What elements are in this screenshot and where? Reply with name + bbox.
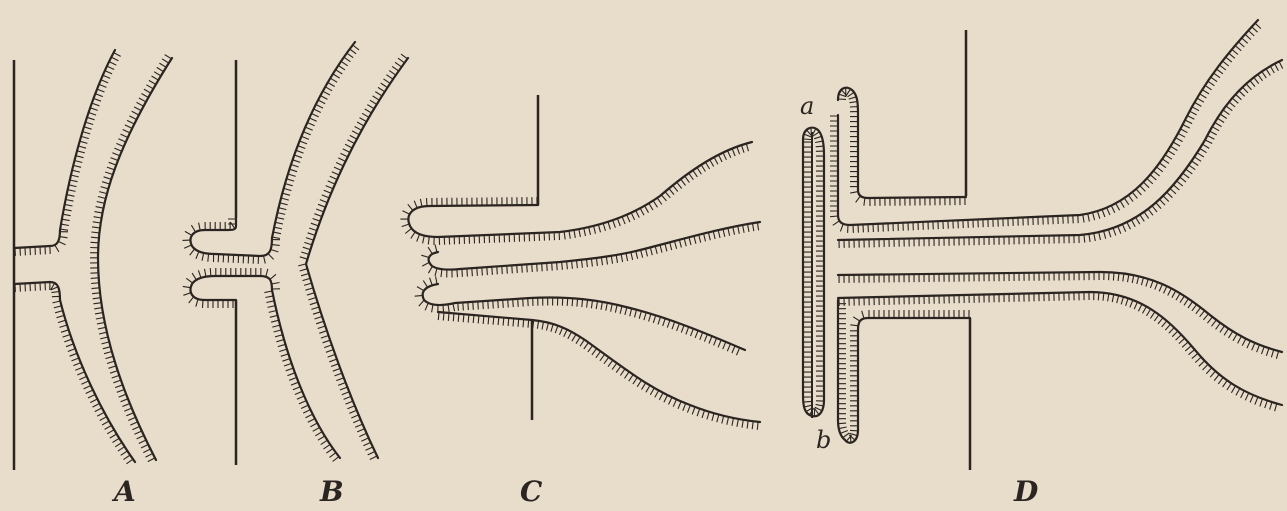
panel-b-ectoderm-lower-hatching	[264, 291, 339, 462]
panel-d-lower-inner-hatching	[839, 272, 1279, 359]
panel-b-ectoderm-upper-hatching	[272, 45, 359, 239]
panel-d-upper-outer	[838, 20, 1258, 225]
panel-d-fold-lower	[838, 300, 970, 443]
panel-d-upper-inner-hatching	[839, 61, 1283, 248]
panel-b-fold-lower	[191, 276, 272, 300]
panel-c-diagram	[400, 95, 760, 430]
point-label-b: b	[816, 428, 831, 452]
panel-d-fold-ab-hatching	[803, 128, 824, 417]
panel-b-fold-upper-hatching	[183, 219, 281, 264]
panel-label-b: B	[320, 478, 344, 506]
panel-d-lower-outer	[838, 292, 1282, 405]
panel-b-fold-lower-hatching	[183, 268, 280, 308]
panel-d-lower-outer-hatching	[839, 292, 1277, 411]
panel-d-fold-upper	[838, 88, 966, 198]
panel-b-ectoderm-lower	[272, 290, 340, 458]
panel-d-lower-inner	[838, 272, 1282, 352]
panel-b-diagram	[183, 42, 409, 465]
panel-a-ectoderm-upper-hatching	[60, 53, 120, 231]
panel-c-outer-lower	[438, 312, 760, 422]
panel-a-diagram	[14, 50, 172, 470]
panel-label-c: C	[520, 478, 542, 506]
panel-label-d: D	[1014, 478, 1038, 506]
panel-label-a: A	[114, 478, 136, 506]
panel-d-upper-inner	[838, 60, 1282, 240]
panel-c-outer-upper	[408, 142, 752, 237]
panel-b-endoderm-arc	[306, 58, 408, 458]
panel-a-pit-upper	[14, 230, 60, 248]
panel-a-endoderm-arc-hatching	[90, 55, 172, 462]
point-label-a: a	[800, 94, 814, 118]
panel-d-diagram	[803, 20, 1283, 470]
